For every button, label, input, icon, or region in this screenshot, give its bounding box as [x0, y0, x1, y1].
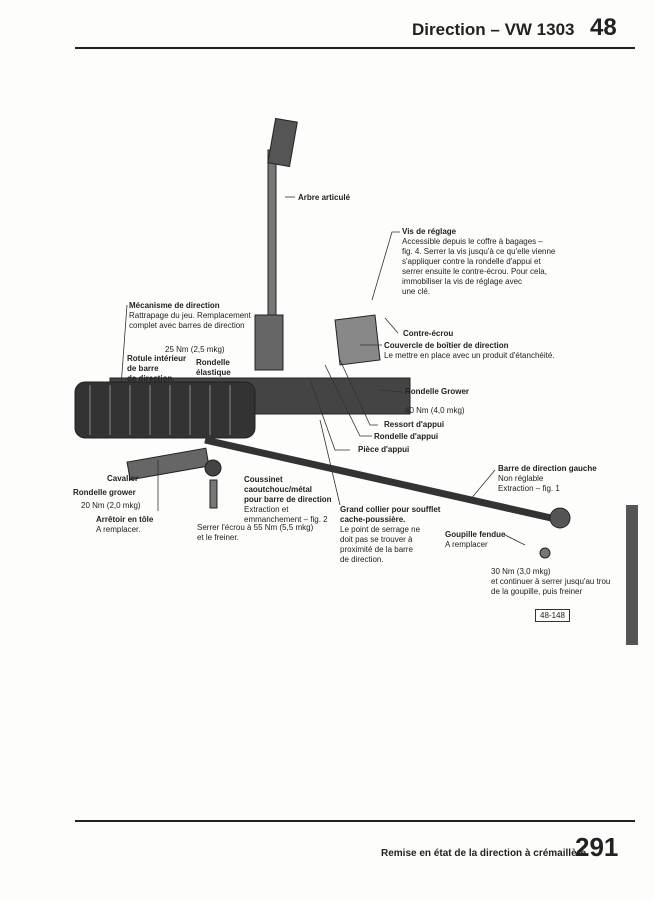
chapter-number: 48 [590, 14, 617, 41]
text-line: complet avec barres de direction [129, 321, 245, 330]
header-title: Direction – VW 1303 [412, 20, 575, 39]
text-line: Le point de serrage ne [340, 525, 421, 534]
label-rondelle-grower-right: Rondelle Grower [405, 387, 470, 396]
text-line: emmanchement – fig. 2 [244, 515, 328, 524]
universal-joint-bottom [254, 314, 284, 371]
steering-shaft [267, 149, 277, 321]
text-line: Extraction et [244, 505, 289, 514]
text-line: Rattrapage du jeu. Remplacement [129, 311, 251, 320]
text-line: cache-poussière. [340, 515, 406, 524]
label-torque-40: 40 Nm (4,0 mkg) [405, 406, 465, 415]
barre-text: Non réglable Extraction – fig. 1 [498, 474, 560, 494]
label-serrer-55: Serrer l'écrou à 55 Nm (5,5 mkg) et le f… [197, 523, 313, 543]
goupille-text: A remplacer [445, 540, 488, 549]
label-ressort-appui: Ressort d'appui [384, 420, 445, 429]
text-line: Coussinet [244, 475, 283, 484]
label-contre-ecrou: Contre-écrou [403, 329, 454, 338]
label-arbre-articule: Arbre articulé [298, 193, 351, 202]
text-line: 30 Nm (3,0 mkg) [491, 567, 551, 576]
label-mecanisme: Mécanisme de direction [129, 301, 220, 310]
label-rondelle-appui: Rondelle d'appui [374, 432, 439, 441]
coussinet-text: Extraction et emmanchement – fig. 2 [244, 505, 328, 525]
header-rule [75, 47, 635, 49]
label-vis-reglage: Vis de réglage [402, 227, 457, 236]
text-line: Grand collier pour soufflet [340, 505, 441, 514]
bolt [209, 479, 218, 509]
text-line: doit pas se trouver à [340, 535, 413, 544]
text-line: proximité de la barre [340, 545, 413, 554]
text-line: et continuer à serrer jusqu'au trou [491, 577, 611, 586]
ball-joint [549, 507, 571, 529]
page-number: 291 [575, 832, 619, 862]
label-cavalier: Cavalier [107, 474, 139, 483]
label-couvercle: Couvercle de boîtier de direction [384, 341, 509, 350]
figure-reference: 48-148 [535, 609, 570, 622]
label-rondelle-elastique: Rondelle élastique [196, 358, 231, 378]
label-torque-20: 20 Nm (2,0 mkg) [81, 501, 141, 510]
text-line: Rotule intérieur [127, 354, 187, 363]
vis-reglage-text: Accessible depuis le coffre à bagages – … [402, 237, 582, 297]
text-line: de barre [127, 364, 159, 373]
couvercle-text: Le mettre en place avec un produit d'éta… [384, 351, 555, 360]
text-line: Rondelle [196, 358, 230, 367]
text-line: Serrer l'écrou à 55 Nm (5,5 mkg) [197, 523, 314, 532]
label-arretoir: Arrêtoir en tôle [96, 515, 154, 524]
label-coussinet: Coussinet caoutchouc/métal pour barre de… [244, 475, 332, 505]
text-line: et le freiner. [197, 533, 239, 542]
label-goupille: Goupille fendue [445, 530, 506, 539]
text-line: Extraction – fig. 1 [498, 484, 560, 493]
label-torque-25: 25 Nm (2,5 mkg) [165, 345, 225, 354]
label-barre-direction: Barre de direction gauche [498, 464, 597, 473]
label-rotule: Rotule intérieur de barre de direction. [127, 354, 186, 384]
footer-title: Remise en état de la direction à crémail… [381, 848, 587, 859]
label-torque-30: 30 Nm (3,0 mkg) et continuer à serrer ju… [491, 567, 610, 597]
text-line: de la goupille, puis freiner [491, 587, 583, 596]
text-line: une clé. [402, 287, 431, 296]
label-grand-collier: Grand collier pour soufflet cache-poussi… [340, 505, 440, 525]
bushing [204, 459, 222, 477]
collier-text: Le point de serrage ne doit pas se trouv… [340, 525, 420, 565]
arretoir-text: A remplacer. [96, 525, 141, 534]
tie-rod [204, 436, 561, 524]
cover-plate [334, 314, 381, 366]
text-line: Accessible depuis le coffre à bagages – [402, 237, 543, 246]
text-line: élastique [196, 368, 231, 377]
thumb-index-tab [626, 505, 638, 645]
clamp [126, 447, 210, 481]
text-line: fig. 4. Serrer la vis jusqu'à ce qu'elle… [402, 247, 556, 256]
dust-boot [74, 381, 256, 439]
universal-joint-top [267, 117, 298, 168]
text-line: de direction. [127, 374, 175, 383]
footer-rule [75, 820, 635, 822]
label-piece-appui: Pièce d'appui [358, 445, 410, 454]
text-line: de direction. [340, 555, 384, 564]
mecanisme-text: Rattrapage du jeu. Remplacement complet … [129, 311, 251, 331]
text-line: caoutchouc/métal [244, 485, 313, 494]
text-line: serrer ensuite le contre-écrou. Pour cel… [402, 267, 547, 276]
nut [539, 547, 551, 559]
text-line: s'appliquer contre la rondelle d'appui e… [402, 257, 541, 266]
label-rondelle-grower-left: Rondelle grower [73, 488, 136, 497]
text-line: Non réglable [498, 474, 544, 483]
text-line: pour barre de direction [244, 495, 332, 504]
text-line: immobiliser la vis de réglage avec [402, 277, 523, 286]
